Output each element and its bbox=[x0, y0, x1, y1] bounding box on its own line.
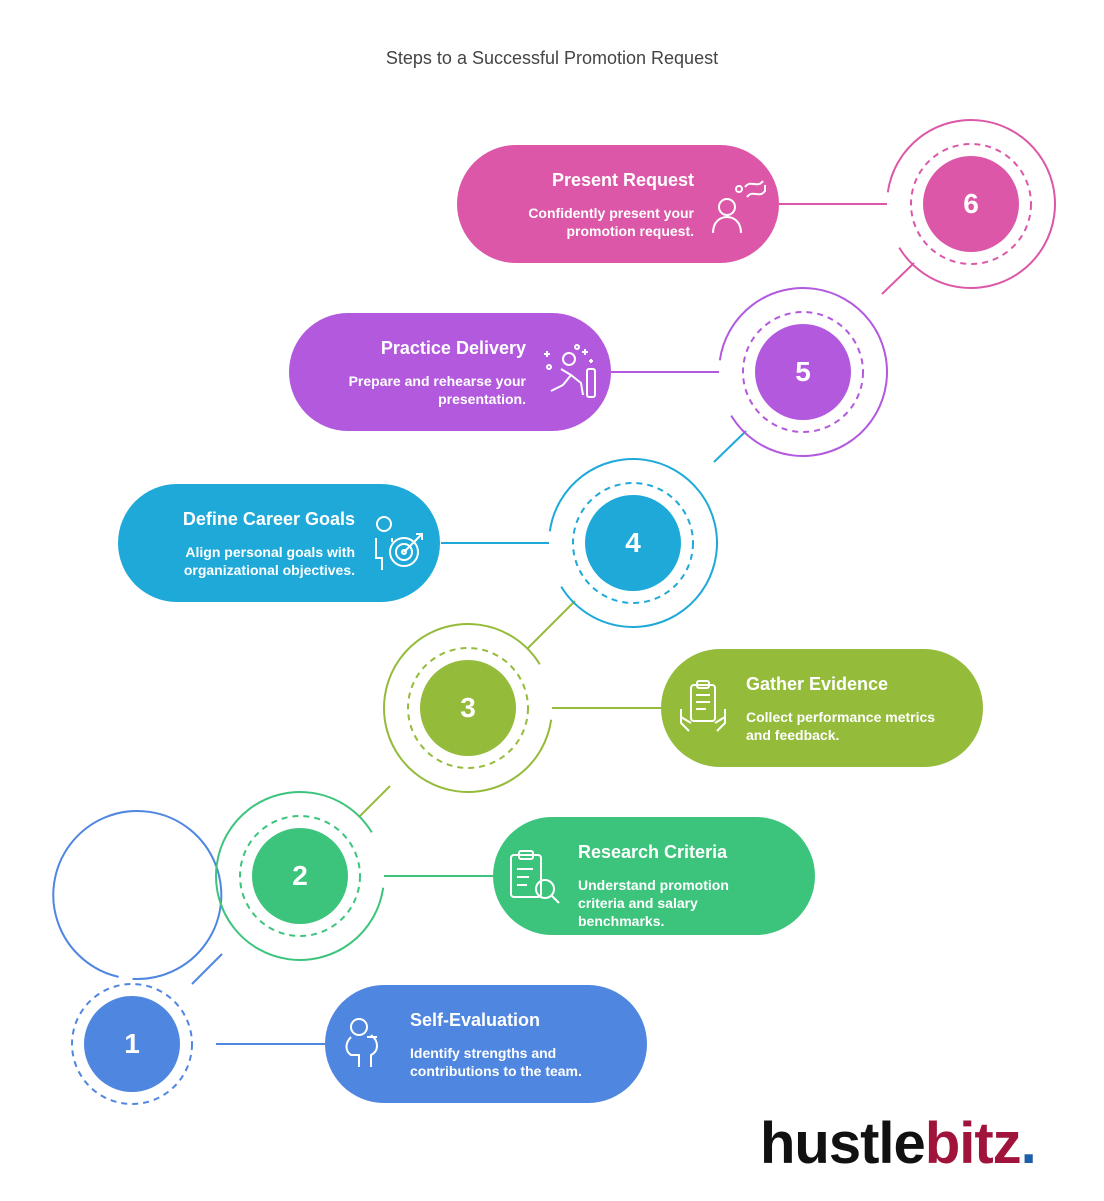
step-2-title: Research Criteria bbox=[578, 842, 728, 862]
clipboard-search-icon bbox=[510, 850, 560, 904]
step-3-card: Gather Evidence Collect performance metr… bbox=[661, 649, 983, 767]
step-4-description: Align personal goals with organizational… bbox=[183, 544, 355, 578]
step-2-card: Research Criteria Understand promotion c… bbox=[493, 817, 815, 935]
step-1-card: Self-Evaluation Identify strengths and c… bbox=[325, 985, 647, 1103]
step-6-number: 6 bbox=[923, 156, 1019, 252]
step-4-card: Define Career Goals Align personal goals… bbox=[118, 484, 440, 602]
step-1-ring bbox=[52, 810, 223, 980]
step-6-description: Confidently present your promotion reque… bbox=[528, 205, 694, 239]
person-stars-icon bbox=[544, 344, 596, 398]
step-5-title: Practice Delivery bbox=[380, 338, 526, 358]
hands-clipboard-icon bbox=[680, 680, 726, 732]
connector-5-6 bbox=[881, 262, 915, 295]
step-1-description: Identify strengths and contributions to … bbox=[410, 1045, 582, 1079]
connector-4-5 bbox=[713, 430, 747, 463]
connector-1-2 bbox=[191, 953, 223, 985]
connector-3-4 bbox=[527, 600, 576, 649]
step-1-number: 1 bbox=[84, 996, 180, 1092]
step-3-description: Collect performance metrics and feedback… bbox=[746, 709, 936, 743]
step-2-description: Understand promotion criteria and salary… bbox=[578, 877, 729, 929]
step-2-dashed-ring bbox=[239, 815, 361, 937]
step-1-title: Self-Evaluation bbox=[410, 1010, 541, 1030]
hustlebitz-logo: hustlebitz. bbox=[760, 1110, 1037, 1177]
step-4-title: Define Career Goals bbox=[182, 509, 355, 529]
step-1-dashed-ring bbox=[71, 983, 193, 1105]
step-5-card: Practice Delivery Prepare and rehearse y… bbox=[289, 313, 611, 431]
step-3-dashed-ring bbox=[407, 647, 529, 769]
step-4-dashed-ring bbox=[572, 482, 694, 604]
step-5-ring-outer bbox=[718, 287, 889, 457]
step-2-ring-outer bbox=[215, 791, 385, 961]
logo-part-1: hustle bbox=[760, 1111, 926, 1176]
step-4-ring-outer bbox=[548, 458, 718, 629]
step-5-dashed-ring bbox=[742, 311, 864, 433]
step-5-description: Prepare and rehearse your presentation. bbox=[348, 373, 526, 407]
step-6-title: Present Request bbox=[551, 170, 694, 190]
step-3-number: 3 bbox=[420, 660, 516, 756]
step-2-number: 2 bbox=[252, 828, 348, 924]
logo-part-2: bitz bbox=[924, 1111, 1022, 1176]
person-head-icon bbox=[345, 1018, 378, 1067]
step-6-dashed-ring bbox=[910, 143, 1032, 265]
connector-2-3 bbox=[359, 785, 391, 817]
step-3-ring-outer bbox=[383, 623, 553, 793]
step-4-number: 4 bbox=[585, 495, 681, 591]
diagram-title: Steps to a Successful Promotion Request bbox=[385, 48, 719, 68]
person-target-icon bbox=[375, 516, 423, 570]
step-6-ring-outer bbox=[886, 119, 1056, 289]
step-3-title: Gather Evidence bbox=[746, 674, 889, 694]
step-6-card: Present Request Confidently present your… bbox=[457, 145, 779, 263]
logo-dot: . bbox=[1020, 1111, 1037, 1176]
step-5-number: 5 bbox=[755, 324, 851, 420]
person-speech-icon bbox=[712, 180, 766, 234]
